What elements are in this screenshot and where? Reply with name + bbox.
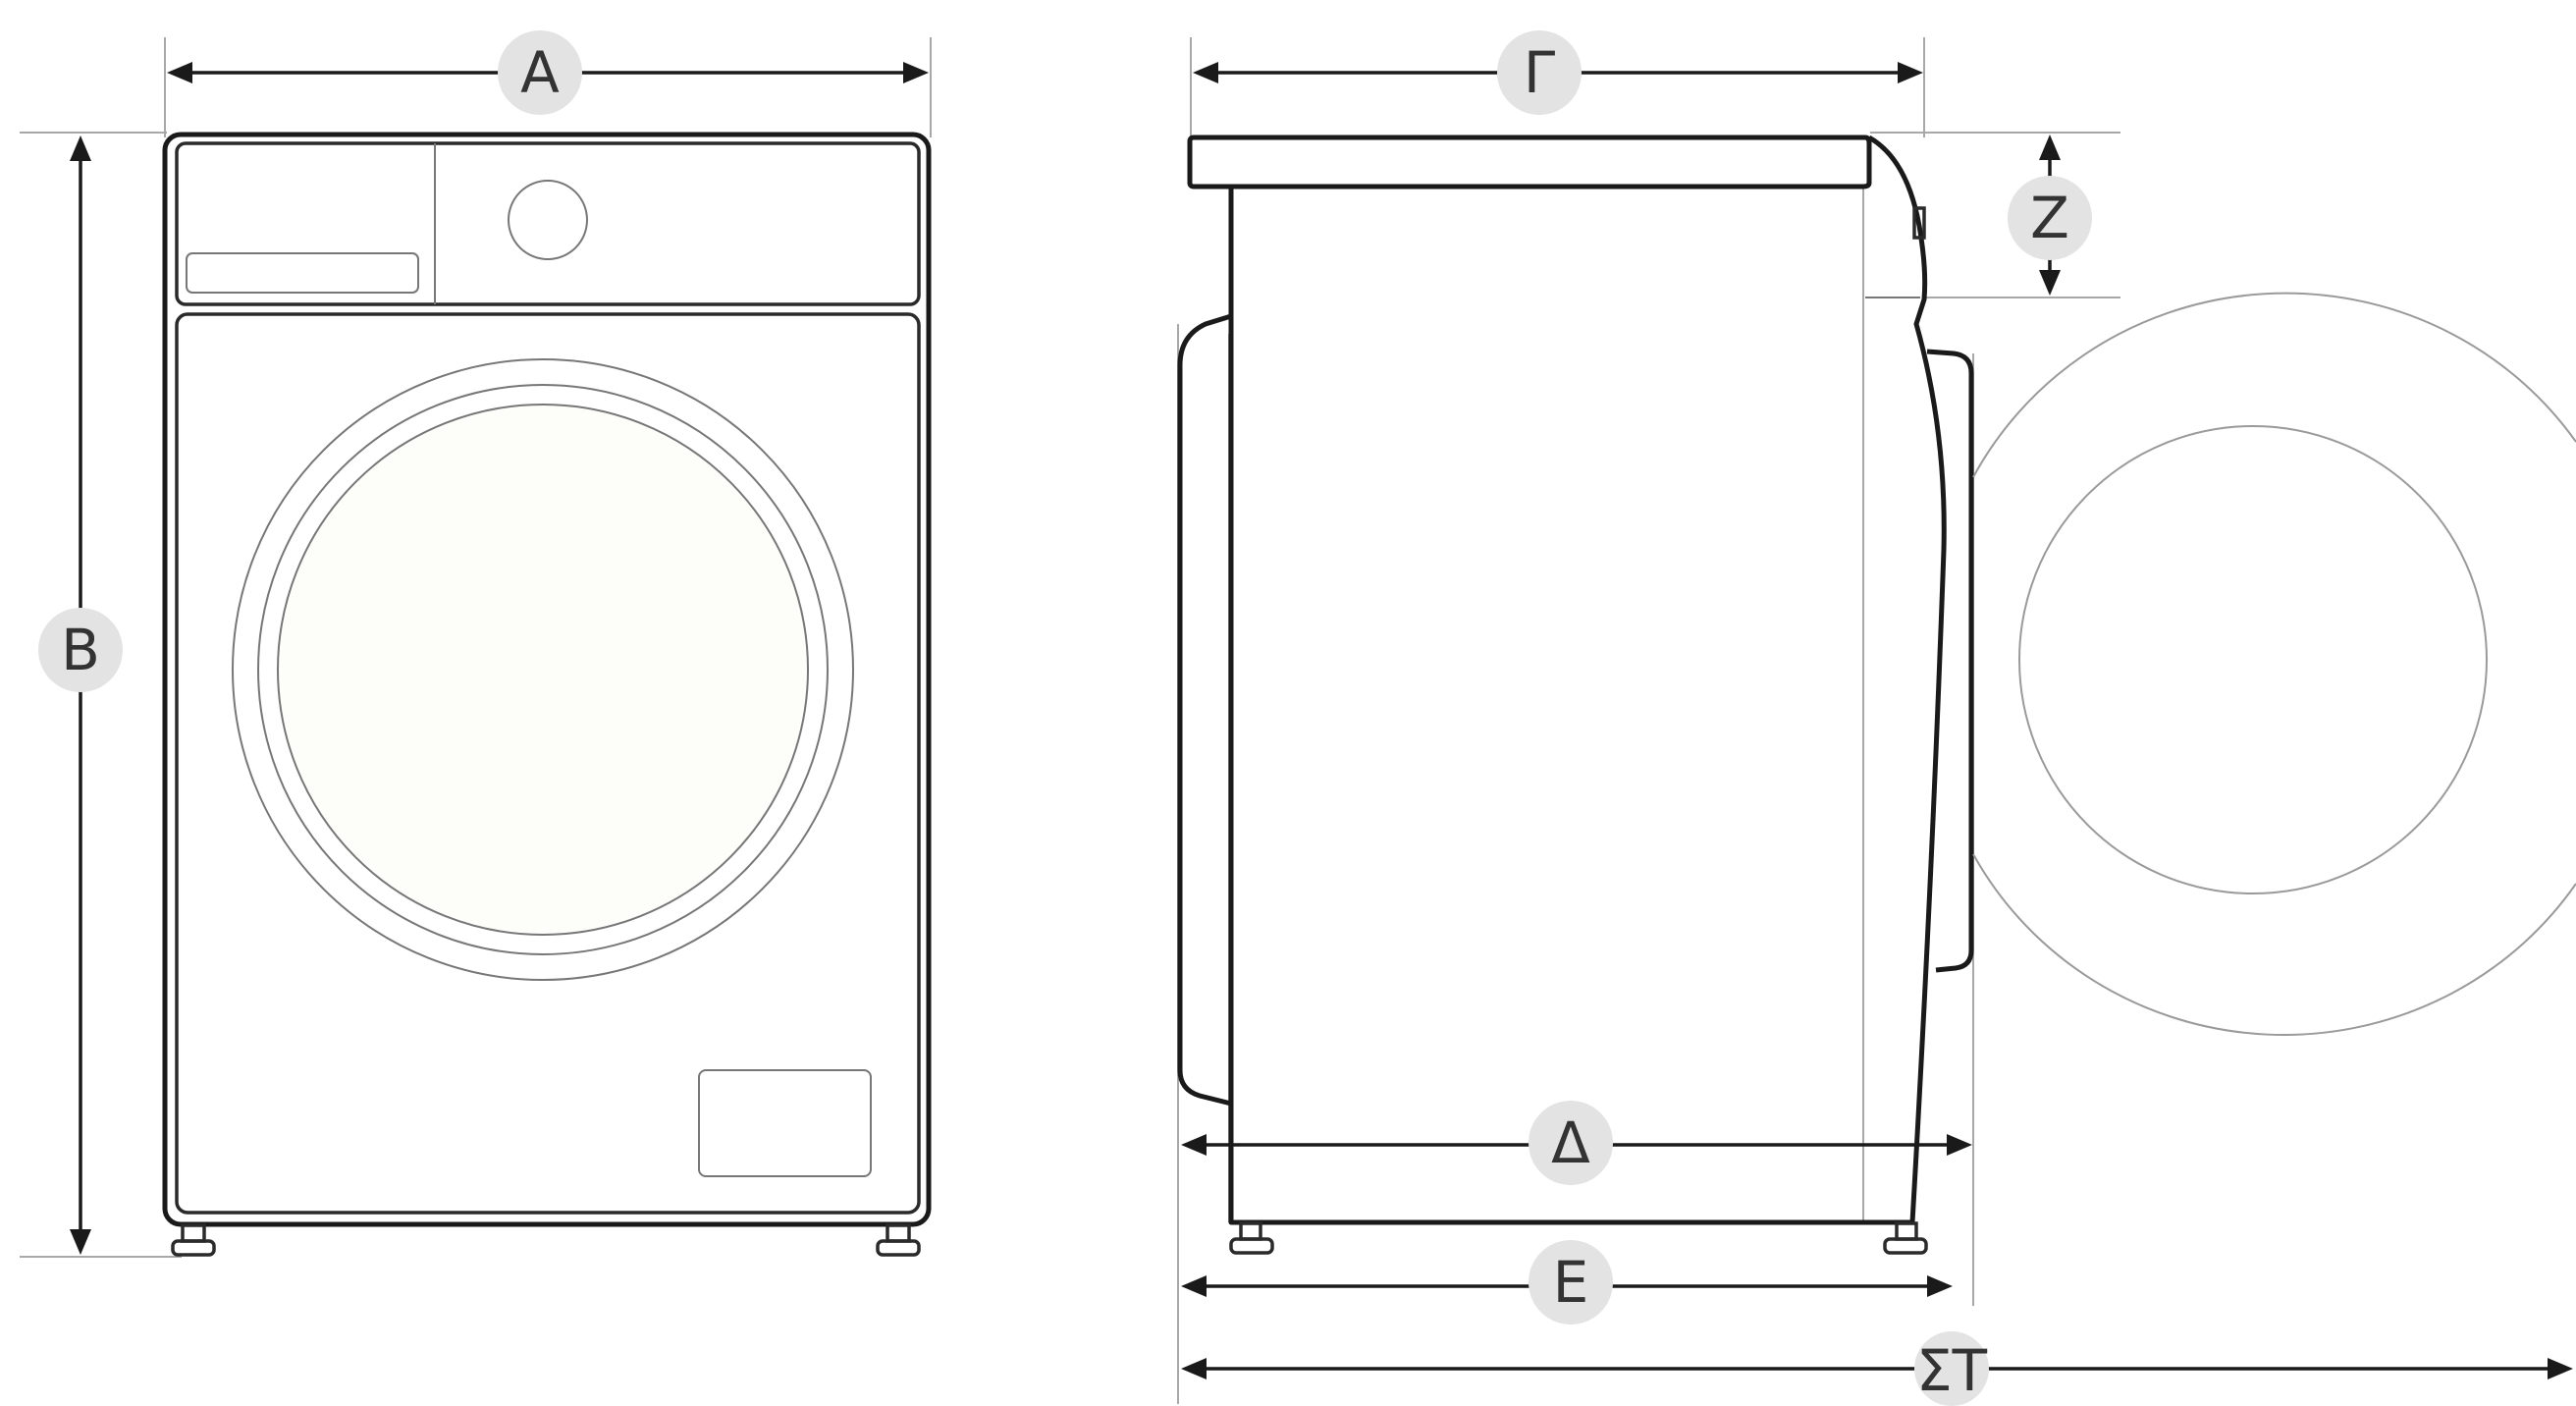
side-body-outline — [1228, 135, 1947, 1225]
dimension-z: Z — [2008, 135, 2092, 296]
open-door-outer — [1972, 292, 2576, 1036]
program-dial — [508, 180, 588, 260]
dim-a-arrow-left — [167, 62, 192, 83]
dim-gamma-arrow-right — [1898, 62, 1923, 83]
dim-b-badge — [38, 608, 123, 692]
side-foot-front-pad — [1883, 1237, 1928, 1255]
dimension-e: E — [1181, 1240, 1953, 1325]
front-foot-right-pad — [876, 1239, 921, 1257]
front-foot-left — [181, 1223, 206, 1243]
side-panel-knob — [1912, 206, 1926, 240]
control-panel — [175, 141, 921, 306]
dim-gamma-label: Γ — [1524, 39, 1555, 106]
dim-gamma-arrow-left — [1193, 62, 1218, 83]
dim-delta-arrow-left — [1181, 1134, 1207, 1156]
dim-st-arrow-right — [2548, 1358, 2573, 1379]
front-foot-right — [886, 1223, 911, 1243]
dim-e-arrow-right — [1927, 1275, 1953, 1297]
dim-z-arrow-top — [2039, 135, 2061, 160]
dim-delta-badge — [1529, 1101, 1613, 1185]
side-top-cover — [1187, 135, 1872, 189]
dim-delta-label: Δ — [1551, 1109, 1590, 1176]
dim-z-arrow-bottom — [2039, 270, 2061, 296]
dim-b-label: B — [61, 617, 100, 683]
side-door-edge — [1926, 349, 1974, 973]
dim-e-badge — [1529, 1240, 1613, 1325]
detergent-drawer-handle — [186, 252, 419, 294]
dim-st-badge — [1914, 1331, 1989, 1406]
front-view: A B — [20, 30, 932, 1258]
door-outer-ring — [232, 358, 854, 981]
front-lower-panel — [175, 312, 921, 1215]
side-foot-back — [1239, 1221, 1262, 1241]
dim-a-badge — [498, 30, 582, 115]
dim-b-arrow-top — [70, 135, 91, 161]
dimension-delta: Δ — [1181, 1101, 1972, 1185]
door-glass — [277, 404, 809, 936]
dim-a-label: A — [520, 39, 560, 106]
front-foot-left-pad — [171, 1239, 216, 1257]
dim-st-arrow-left — [1181, 1358, 1207, 1379]
dim-e-arrow-left — [1181, 1275, 1207, 1297]
dimension-b: B — [38, 135, 123, 1255]
side-foot-back-pad — [1229, 1237, 1274, 1255]
filter-cover — [698, 1069, 872, 1177]
dim-b-arrow-bottom — [70, 1229, 91, 1255]
dim-st-label: ΣΤ — [1916, 1337, 1988, 1404]
dimension-sigma-tau: ΣΤ — [1181, 1331, 2573, 1406]
dim-z-label: Z — [2030, 185, 2069, 251]
dim-z-badge — [2008, 176, 2092, 260]
side-view: Γ Z Δ E — [1177, 30, 2576, 1406]
open-door-inner — [2018, 425, 2488, 894]
door-mid-ring — [257, 384, 829, 955]
dimension-a: A — [167, 30, 929, 115]
side-back-bulge — [1177, 313, 1232, 1107]
front-body-outline — [162, 132, 932, 1227]
side-foot-front — [1895, 1221, 1918, 1241]
dim-a-arrow-right — [903, 62, 929, 83]
dim-delta-arrow-right — [1947, 1134, 1972, 1156]
dim-gamma-badge — [1497, 30, 1582, 115]
dimension-gamma: Γ — [1193, 30, 1923, 115]
dim-e-label: E — [1553, 1249, 1589, 1316]
